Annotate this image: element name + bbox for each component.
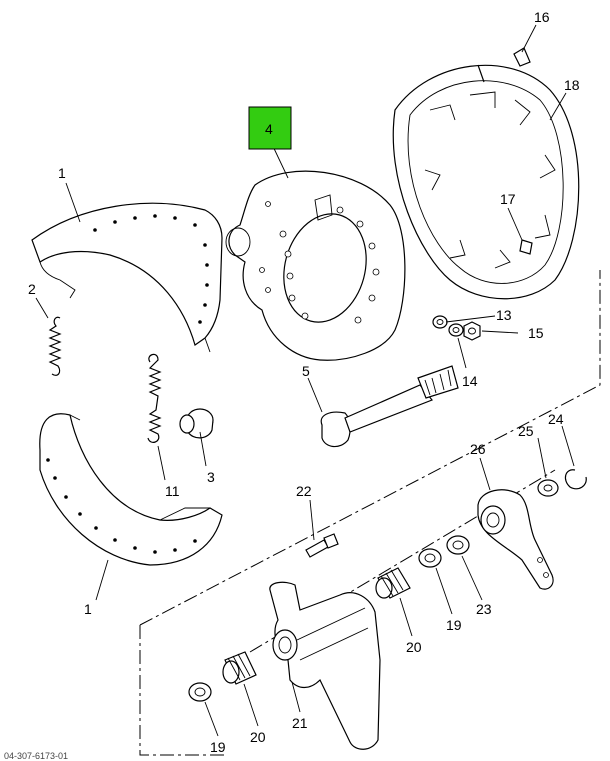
callout-4-highlight[interactable] (248, 106, 292, 150)
callout-24[interactable]: 24 (548, 411, 564, 427)
bolt-22[interactable] (305, 533, 339, 558)
assembly-boundary (139, 270, 601, 756)
bushing-20-left[interactable] (222, 651, 257, 685)
callout-17[interactable]: 17 (500, 191, 516, 207)
drawing-code: 04-307-6173-01 (4, 751, 68, 761)
washer-25[interactable] (537, 479, 559, 497)
callout-3[interactable]: 3 (207, 469, 215, 485)
callout-1-bottom[interactable]: 1 (84, 601, 92, 617)
return-spring-small[interactable] (48, 316, 62, 376)
callout-18[interactable]: 18 (564, 77, 580, 93)
slack-adjuster[interactable] (477, 489, 554, 590)
shoe-roller[interactable] (179, 408, 214, 439)
washer-19-right[interactable] (418, 548, 442, 568)
callout-2[interactable]: 2 (28, 281, 36, 297)
shield-bolt[interactable] (519, 239, 533, 255)
callout-11[interactable]: 11 (165, 483, 180, 499)
callout-19-right[interactable]: 19 (446, 617, 462, 633)
callout-22[interactable]: 22 (296, 483, 312, 499)
callout-20-left[interactable]: 20 (250, 729, 266, 745)
callout-13[interactable]: 13 (496, 307, 512, 323)
washer-19-left[interactable] (188, 682, 212, 702)
callout-labels: 1 2 4 5 3 11 1 13 15 14 16 18 17 22 26 2… (28, 9, 580, 755)
lock-washer-14[interactable] (448, 323, 464, 337)
camshaft[interactable] (320, 365, 459, 448)
callout-14[interactable]: 14 (462, 373, 478, 389)
callout-15[interactable]: 15 (528, 325, 544, 341)
washer-23[interactable] (446, 535, 470, 555)
callout-26[interactable]: 26 (470, 441, 486, 457)
washer-13[interactable] (432, 315, 448, 329)
callout-21[interactable]: 21 (292, 715, 308, 731)
callout-1-top[interactable]: 1 (58, 165, 66, 181)
callout-25[interactable]: 25 (518, 423, 534, 439)
brake-shoe-upper[interactable] (31, 202, 223, 353)
callout-23[interactable]: 23 (476, 601, 492, 617)
hex-nut-15[interactable] (463, 321, 481, 341)
dust-shield[interactable] (392, 64, 580, 300)
callout-16[interactable]: 16 (534, 9, 550, 25)
bushing-20-right[interactable] (375, 567, 411, 599)
callout-4[interactable]: 4 (265, 121, 273, 137)
callout-20-right[interactable]: 20 (406, 639, 422, 655)
callout-5[interactable]: 5 (302, 363, 310, 379)
return-spring-long[interactable] (147, 353, 162, 443)
shield-clip[interactable] (513, 47, 531, 67)
brake-shoe-lower[interactable] (39, 413, 223, 566)
snap-ring-24[interactable] (564, 469, 587, 490)
brake-spider[interactable] (225, 170, 406, 361)
callout-19-left[interactable]: 19 (210, 739, 226, 755)
chamber-bracket[interactable] (269, 581, 381, 750)
